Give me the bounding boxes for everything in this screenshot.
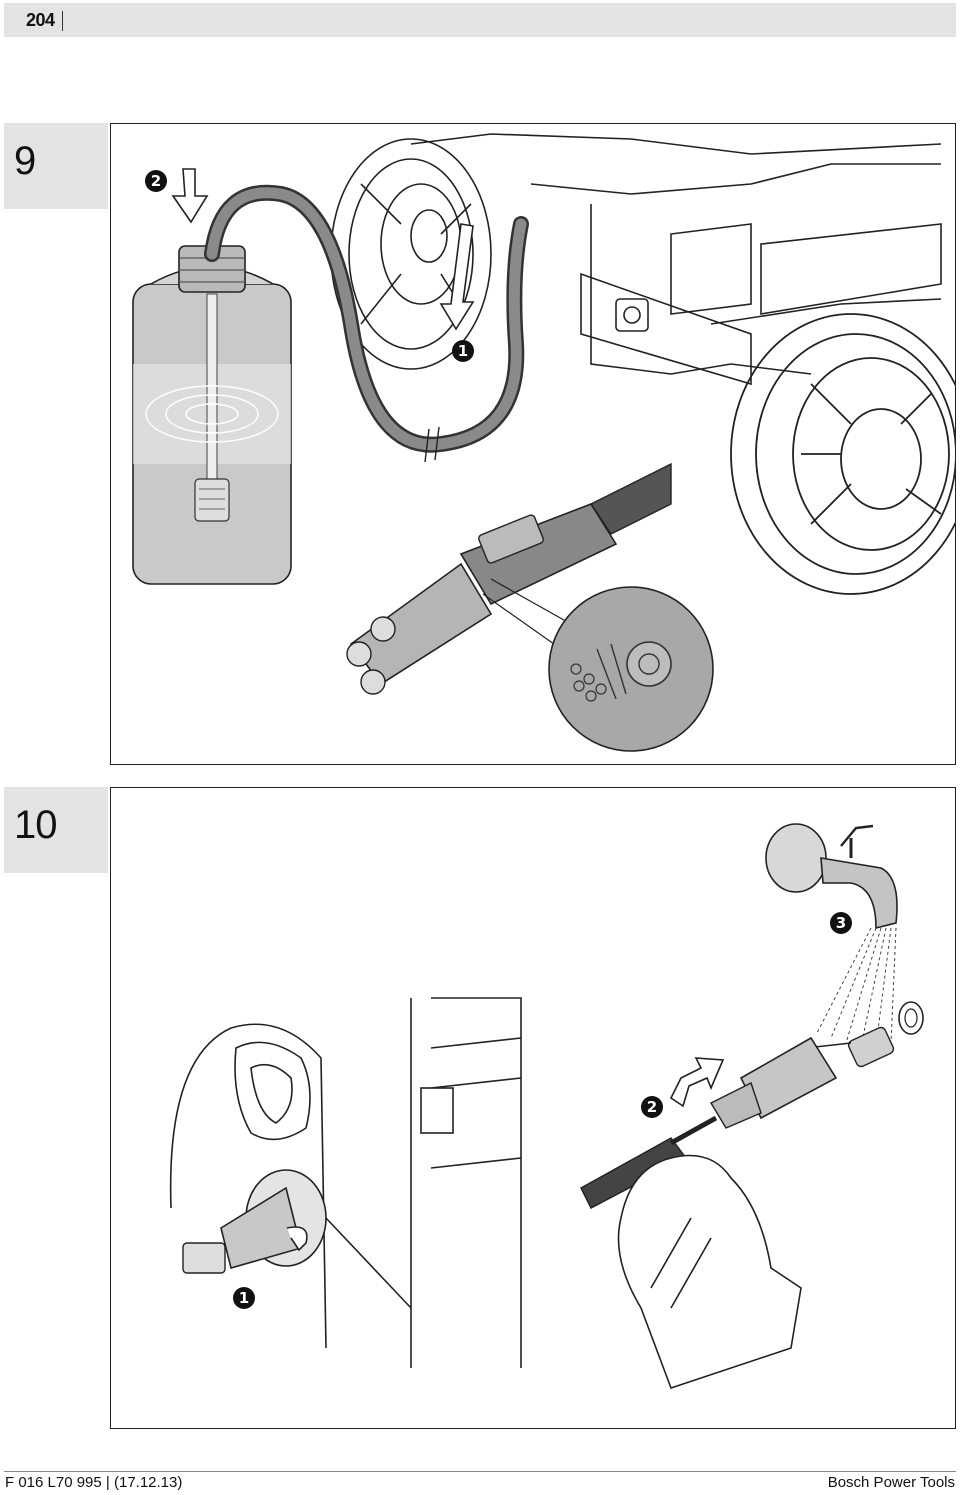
callout-3: 3: [830, 912, 852, 934]
svg-text:2: 2: [151, 172, 161, 190]
figure-9-number: 9: [14, 139, 36, 183]
svg-text:1: 1: [239, 1289, 249, 1307]
water-spray: [816, 927, 897, 1047]
svg-text:2: 2: [647, 1098, 657, 1116]
figure-9-illustration: 1 2: [110, 123, 956, 765]
page-number: 204: [26, 10, 55, 30]
svg-text:1: 1: [458, 342, 468, 360]
figure-9-drawing: 1 2: [132, 133, 955, 752]
pressure-washer-body: [410, 133, 942, 386]
callout-2: 2: [641, 1096, 663, 1118]
hand: [617, 1154, 802, 1390]
page-number-divider: [62, 11, 63, 31]
water-tap: [765, 823, 898, 930]
pressure-washer-side: [169, 997, 522, 1368]
page-header: 204: [4, 3, 956, 37]
rotation-arrow: [439, 223, 475, 331]
figure-10-drawing: 1 2 3: [169, 823, 924, 1390]
svg-text:3: 3: [836, 914, 846, 932]
detail-magnifier: [548, 586, 714, 752]
hose-connector: [710, 1036, 838, 1129]
callout-2: 2: [145, 170, 167, 192]
detergent-bottle: [132, 245, 292, 585]
figure-10-number: 10: [14, 803, 57, 847]
push-arrow: [669, 1057, 725, 1108]
brand-name: Bosch Power Tools: [827, 1474, 955, 1491]
wheel: [730, 313, 955, 595]
inlet-filter: [805, 1001, 924, 1068]
callout-1: 1: [452, 340, 474, 362]
figure-9-tab: 9: [4, 123, 108, 209]
figure-10-tab: 10: [4, 787, 108, 873]
insert-arrow: [171, 168, 209, 224]
figure-10-illustration: 1 2 3: [110, 787, 956, 1429]
water-inlet: [182, 1169, 327, 1274]
spray-nozzle: [346, 462, 672, 695]
document-id: F 016 L70 995 | (17.12.13): [5, 1474, 183, 1491]
callout-1: 1: [233, 1287, 255, 1309]
footer-rule: [4, 1471, 956, 1472]
